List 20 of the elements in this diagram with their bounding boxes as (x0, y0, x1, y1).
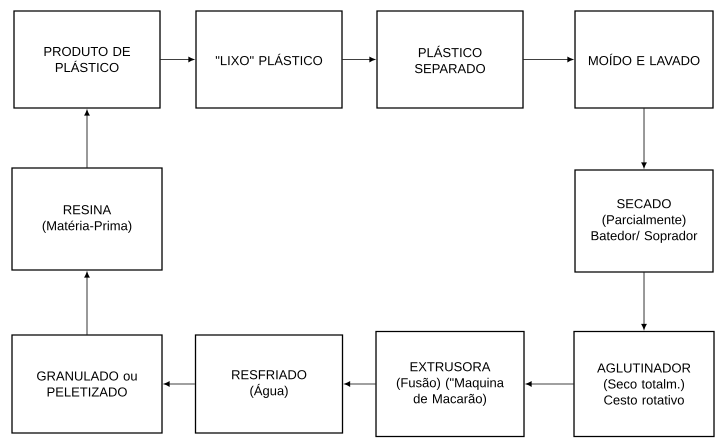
arrow (84, 110, 90, 168)
process-box: SECADO (Parcialmente) Batedor/ Soprador (574, 169, 714, 273)
process-box: AGLUTINADOR (Seco totalm.) Cesto rotativo (573, 330, 715, 438)
process-box: EXTRUSORA (Fusão) ("Maquina de Macarão) (375, 330, 525, 438)
arrow (641, 108, 647, 168)
arrow (641, 272, 647, 330)
process-box: RESFRIADO (Água) (194, 334, 344, 434)
arrow (84, 272, 90, 335)
process-box: PRODUTO DE PLÁSTICO (13, 10, 161, 109)
process-box: "LIXO" PLÁSTICO (195, 10, 343, 109)
process-box: RESINA (Matéria-Prima) (11, 167, 163, 271)
arrow (526, 381, 574, 387)
process-box: PLÁSTICO SEPARADO (376, 10, 524, 109)
arrow (160, 56, 194, 62)
arrow (344, 381, 376, 387)
process-box: MOÍDO E LAVADO (574, 10, 714, 109)
arrow (164, 381, 196, 387)
arrow (342, 56, 376, 62)
process-box: GRANULADO ou PELETIZADO (11, 334, 163, 434)
arrow (523, 56, 574, 62)
